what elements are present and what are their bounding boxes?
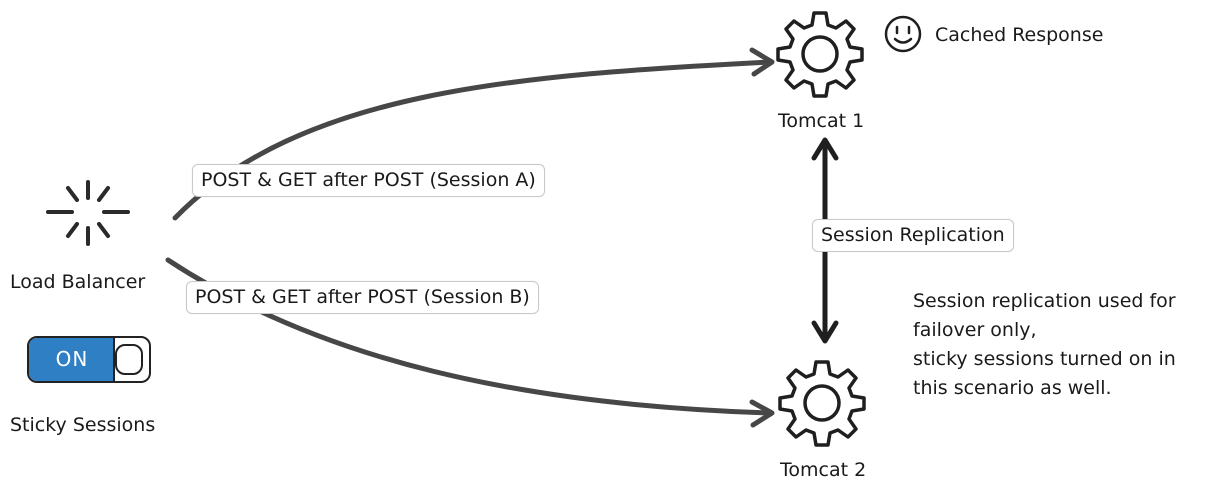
note-text: Session replication used for failover on… bbox=[913, 287, 1229, 403]
toggle-on-fill bbox=[29, 338, 115, 381]
toggle-knob bbox=[115, 344, 143, 375]
note-line: this scenario as well. bbox=[913, 377, 1112, 399]
replication-arrowhead-down bbox=[811, 320, 839, 344]
note-line: sticky sessions turned on in bbox=[913, 348, 1176, 370]
cached-response-label: Cached Response bbox=[935, 24, 1104, 46]
load-balancer-label: Load Balancer bbox=[10, 271, 146, 293]
toggle-state-text: ON bbox=[55, 347, 89, 371]
smiley-icon bbox=[884, 15, 922, 53]
replication-arrowhead-up bbox=[811, 137, 839, 161]
edge-label-session-b: POST & GET after POST (Session B) bbox=[186, 281, 539, 314]
note-line: failover only, bbox=[913, 319, 1037, 341]
note-line: Session replication used for bbox=[913, 290, 1176, 312]
sticky-sessions-label: Sticky Sessions bbox=[10, 414, 156, 436]
arrowhead-to-tomcat1 bbox=[749, 47, 775, 77]
tomcat1-label: Tomcat 1 bbox=[778, 110, 865, 132]
tomcat2-gear-icon bbox=[778, 360, 866, 447]
arrowhead-to-tomcat2 bbox=[749, 399, 775, 428]
sticky-sessions-toggle[interactable]: ON bbox=[27, 336, 151, 383]
tomcat1-gear-icon bbox=[776, 11, 864, 98]
spinner-icon bbox=[46, 180, 130, 246]
tomcat2-label: Tomcat 2 bbox=[780, 459, 867, 481]
edge-label-replication: Session Replication bbox=[812, 219, 1014, 252]
edge-label-session-a: POST & GET after POST (Session A) bbox=[192, 164, 545, 197]
